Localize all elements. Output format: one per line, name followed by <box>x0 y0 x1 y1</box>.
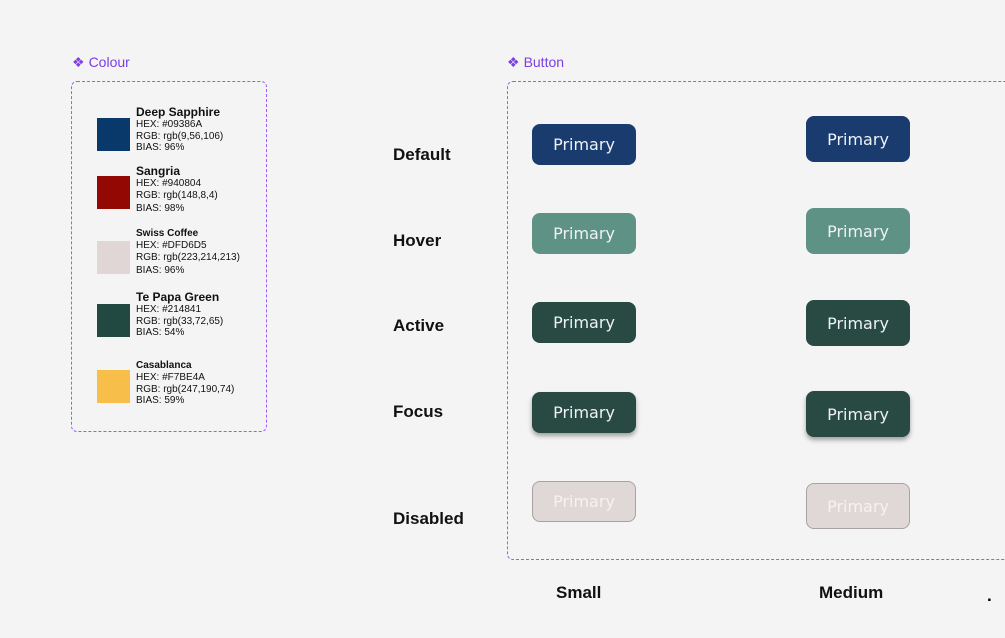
swatch-chip <box>97 118 130 151</box>
component-icon: ❖ <box>72 54 85 70</box>
swatch-name: Swiss Coffee <box>136 228 199 239</box>
swatch-rgb: RGB: rgb(33,72,65) <box>136 315 224 327</box>
swatch-chip <box>97 370 130 403</box>
primary-button-medium-disabled: Primary <box>806 483 910 529</box>
swatch-deep-sapphire: Deep Sapphire HEX: #09386A RGB: rgb(9,56… <box>97 106 267 156</box>
swatch-chip <box>97 304 130 337</box>
state-label-default: Default <box>393 145 451 164</box>
swatch-sangria: Sangria HEX: #940804 RGB: rgb(148,8,4) B… <box>97 165 267 215</box>
swatch-casablanca: Casablanca HEX: #F7BE4A RGB: rgb(247,190… <box>97 360 267 410</box>
swatch-rgb: RGB: rgb(148,8,4) <box>136 189 218 201</box>
trailing-mark: . <box>987 586 992 605</box>
swatch-hex: HEX: #F7BE4A <box>136 372 205 383</box>
swatch-bias: BIAS: 54% <box>136 327 185 338</box>
primary-button-small-focus[interactable]: Primary <box>532 392 636 433</box>
colour-title-text: Colour <box>88 54 130 70</box>
primary-button-small-hover[interactable]: Primary <box>532 213 636 254</box>
swatch-rgb: RGB: rgb(223,214,213) <box>136 251 240 263</box>
primary-button-medium-default[interactable]: Primary <box>806 116 910 162</box>
swatch-bias: BIAS: 96% <box>136 265 185 276</box>
state-label-active: Active <box>393 316 445 335</box>
button-frame <box>507 81 1005 560</box>
swatch-chip <box>97 176 130 209</box>
component-icon: ❖ <box>507 54 520 70</box>
swatch-rgb: RGB: rgb(9,56,106) <box>136 130 224 142</box>
swatch-name: Casablanca <box>136 360 192 371</box>
primary-button-small-active[interactable]: Primary <box>532 302 636 343</box>
size-label-small: Small <box>556 583 602 602</box>
size-label-medium: Medium <box>819 583 884 602</box>
swatch-te-papa-green: Te Papa Green HEX: #214841 RGB: rgb(33,7… <box>97 291 267 341</box>
swatch-hex: HEX: #DFD6D5 <box>136 240 207 251</box>
swatch-bias: BIAS: 96% <box>136 142 185 153</box>
swatch-rgb: RGB: rgb(247,190,74) <box>136 383 235 395</box>
swatch-name: Te Papa Green <box>136 290 220 304</box>
colour-frame <box>71 81 267 432</box>
state-label-focus: Focus <box>393 402 444 421</box>
button-title-text: Button <box>523 54 565 70</box>
swatch-chip <box>97 241 130 274</box>
state-label-disabled: Disabled <box>393 509 464 528</box>
swatch-hex: HEX: #214841 <box>136 304 202 315</box>
colour-section-title: ❖ Colour <box>72 54 130 70</box>
swatch-name: Sangria <box>136 164 181 178</box>
swatch-bias: BIAS: 98% <box>136 203 185 214</box>
button-section-title: ❖ Button <box>507 54 564 70</box>
primary-button-small-default[interactable]: Primary <box>532 124 636 165</box>
primary-button-small-disabled: Primary <box>532 481 636 522</box>
swatch-swiss-coffee: Swiss Coffee HEX: #DFD6D5 RGB: rgb(223,2… <box>97 228 267 278</box>
primary-button-medium-hover[interactable]: Primary <box>806 208 910 254</box>
swatch-hex: HEX: #09386A <box>136 119 203 130</box>
swatch-hex: HEX: #940804 <box>136 178 202 189</box>
primary-button-medium-focus[interactable]: Primary <box>806 391 910 437</box>
primary-button-medium-active[interactable]: Primary <box>806 300 910 346</box>
swatch-bias: BIAS: 59% <box>136 395 185 406</box>
state-label-hover: Hover <box>393 231 442 250</box>
swatch-name: Deep Sapphire <box>136 105 221 119</box>
